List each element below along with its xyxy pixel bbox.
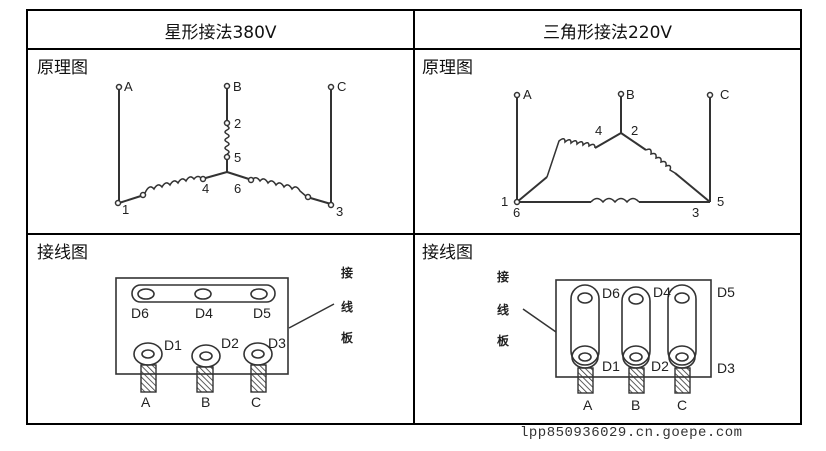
- terminal-label: 5: [234, 150, 241, 165]
- terminal-post: [250, 288, 268, 300]
- terminal-node: [115, 83, 123, 91]
- cable: [250, 364, 267, 393]
- terminal-node: [513, 91, 521, 99]
- phase-label: A: [124, 79, 133, 94]
- cable: [674, 367, 691, 394]
- header-delta: 三角形接法220V: [542, 22, 673, 43]
- terminal-label: D6: [602, 285, 620, 301]
- terminal-label: 3: [692, 205, 699, 220]
- connection-table: 星形接法380V 三角形接法220V 原理图 原理图 接线图 接线图: [26, 9, 802, 425]
- terminal-node: [513, 198, 521, 206]
- terminal-node: [327, 83, 335, 91]
- phase-label: C: [251, 394, 261, 410]
- star-schematic-diagram: A B C 2 5 4 6 1 3: [114, 79, 346, 219]
- cable: [140, 364, 157, 393]
- terminal-label: 4: [202, 181, 209, 196]
- terminal-label: 3: [336, 204, 343, 219]
- star-wiring-diagram: D6 D4 D5 D1 D2 D3 A B C 接 线 板: [115, 265, 354, 410]
- jumper-bar: [621, 286, 651, 366]
- terminal-post: [191, 344, 221, 368]
- terminal-label: D1: [602, 358, 620, 374]
- phase-label: B: [201, 394, 210, 410]
- terminal-post: [199, 351, 213, 361]
- label-star-schematic: 原理图: [37, 58, 88, 78]
- label-star-wiring: 接线图: [37, 243, 88, 263]
- cable: [577, 367, 594, 394]
- terminal-post: [141, 349, 155, 359]
- terminal-post: [675, 352, 689, 362]
- terminal-label: D2: [221, 335, 239, 351]
- column-divider: [413, 11, 415, 423]
- terminal-label: D1: [164, 337, 182, 353]
- terminal-label: D3: [268, 335, 286, 351]
- terminal-node: [223, 82, 231, 90]
- terminal-label: 2: [631, 123, 638, 138]
- terminal-node: [223, 153, 231, 161]
- terminal-label: 1: [501, 194, 508, 209]
- phase-label: B: [233, 79, 242, 94]
- board-label-char: 板: [341, 330, 354, 345]
- jumper-bar: [131, 284, 276, 303]
- terminal-node: [327, 201, 335, 209]
- terminal-label: D4: [195, 305, 213, 321]
- delta-schematic-diagram: A B C 4 2 1 6 3 5: [501, 87, 729, 220]
- jumper-bar: [570, 284, 600, 366]
- terminal-node: [247, 176, 255, 184]
- terminal-label: D5: [253, 305, 271, 321]
- terminal-post: [629, 352, 643, 362]
- phase-label: B: [631, 397, 640, 413]
- label-delta-wiring: 接线图: [422, 243, 473, 263]
- header-star: 星形接法380V: [164, 22, 277, 43]
- phase-label: A: [141, 394, 151, 410]
- cable: [628, 367, 645, 394]
- jumper-bar: [667, 284, 697, 366]
- terminal-node: [199, 175, 207, 183]
- terminal-node: [139, 191, 147, 199]
- board-label-char: 线: [497, 302, 509, 317]
- board-label-char: 线: [341, 299, 353, 314]
- terminal-post: [194, 288, 212, 300]
- board-label-char: 接: [341, 265, 353, 280]
- terminal-label: D2: [651, 358, 669, 374]
- watermark: lpp850936029.cn.goepe.com: [520, 425, 743, 441]
- terminal-node: [223, 119, 231, 127]
- terminal-label: 6: [234, 181, 241, 196]
- phase-label: A: [523, 87, 532, 102]
- delta-wiring-diagram: D6 D4 D5 D1 D2 D3 A B C 接 线 板: [497, 269, 735, 413]
- phase-label: C: [337, 79, 346, 94]
- leader-line: [522, 308, 557, 333]
- board-label-char: 接: [497, 269, 509, 284]
- terminal-post: [251, 349, 265, 359]
- terminal-label: 5: [717, 194, 724, 209]
- phase-label: A: [583, 397, 593, 413]
- leader-line: [288, 303, 335, 329]
- phase-label: C: [720, 87, 729, 102]
- terminal-label: 4: [595, 123, 602, 138]
- terminal-node: [304, 193, 312, 201]
- terminal-label: D3: [717, 360, 735, 376]
- terminal-post: [674, 292, 690, 304]
- terminal-post: [577, 292, 593, 304]
- label-delta-schematic: 原理图: [422, 58, 473, 78]
- phase-label: C: [677, 397, 687, 413]
- terminal-label: 6: [513, 205, 520, 220]
- cable: [196, 366, 214, 393]
- terminal-label: D5: [717, 284, 735, 300]
- terminal-node: [617, 90, 625, 98]
- terminal-post: [578, 352, 592, 362]
- terminal-label: 1: [122, 202, 129, 217]
- terminal-post: [628, 293, 644, 305]
- phase-label: B: [626, 87, 635, 102]
- terminal-post: [137, 288, 155, 300]
- board-label-char: 板: [497, 333, 510, 348]
- terminal-label: D6: [131, 305, 149, 321]
- terminal-node: [706, 91, 714, 99]
- terminal-label: D4: [653, 284, 671, 300]
- terminal-label: 2: [234, 116, 241, 131]
- terminal-post: [133, 342, 163, 366]
- terminal-node: [114, 199, 122, 207]
